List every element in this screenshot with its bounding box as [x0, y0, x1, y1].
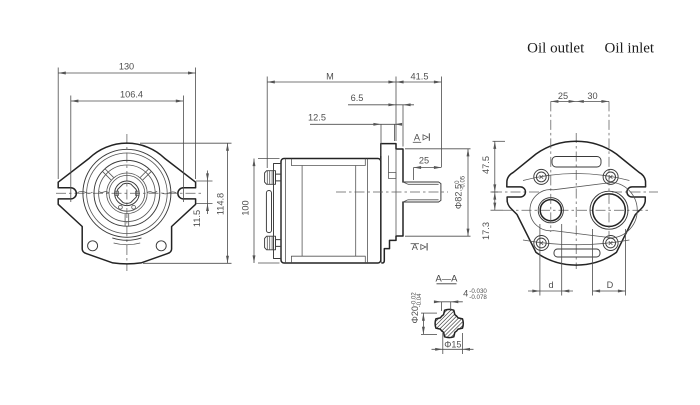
svg-text:Φ15: Φ15	[444, 339, 461, 349]
svg-text:Oil outlet: Oil outlet	[527, 41, 585, 57]
svg-text:100: 100	[240, 200, 250, 215]
svg-text:106.4: 106.4	[120, 90, 143, 100]
svg-text:M: M	[326, 72, 334, 82]
svg-text:d: d	[548, 280, 553, 290]
svg-text:25: 25	[419, 156, 429, 166]
svg-text:114.8: 114.8	[216, 193, 226, 215]
svg-text:-0.030: -0.030	[469, 288, 487, 295]
svg-text:A—A: A—A	[436, 273, 459, 284]
svg-text:41.5: 41.5	[411, 72, 429, 82]
svg-text:30: 30	[587, 91, 597, 101]
svg-text:25: 25	[558, 91, 568, 101]
svg-text:A: A	[412, 242, 419, 252]
svg-text:A: A	[414, 132, 421, 142]
svg-text:12.5: 12.5	[308, 113, 326, 123]
svg-text:130: 130	[119, 62, 134, 72]
svg-text:47.5: 47.5	[481, 156, 491, 174]
svg-text:11.5: 11.5	[192, 210, 202, 227]
svg-text:-0.078: -0.078	[469, 294, 487, 301]
svg-text:4: 4	[463, 289, 468, 299]
svg-text:Φ82.50-0.05: Φ82.50-0.05	[454, 175, 467, 209]
svg-text:Φ20-0.02-0.04: Φ20-0.02-0.04	[410, 292, 423, 324]
svg-text:6.5: 6.5	[351, 93, 364, 103]
svg-text:Oil inlet: Oil inlet	[605, 41, 655, 57]
svg-text:17.3: 17.3	[481, 222, 491, 240]
svg-text:D: D	[607, 280, 614, 290]
